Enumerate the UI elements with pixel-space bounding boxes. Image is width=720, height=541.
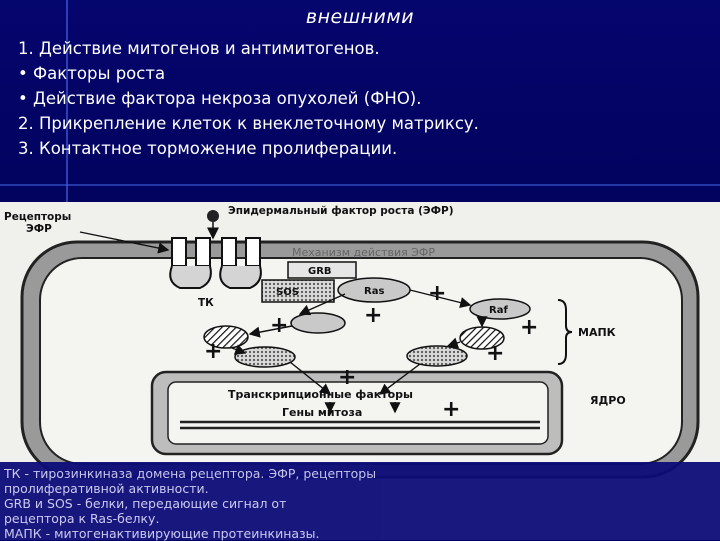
text-line: 3. Контактное торможение пролиферации. bbox=[18, 136, 479, 161]
receptors-label: Рецепторы bbox=[4, 211, 71, 223]
plus-sign: + bbox=[520, 315, 538, 340]
plus-sign: + bbox=[338, 365, 356, 390]
grey-kinase bbox=[291, 313, 345, 333]
caption-line: МАПК - митогенактивирующие протеинкиназы… bbox=[4, 526, 720, 541]
dotted-kinase bbox=[235, 347, 295, 367]
caption-line: ТК - тирозинкиназа домена рецептора. ЭФР… bbox=[4, 466, 720, 481]
text-line: 2. Прикрепление клеток к внеклеточному м… bbox=[18, 111, 479, 136]
ras-label: Ras bbox=[364, 286, 384, 297]
nucleus-label: ЯДРО bbox=[590, 394, 626, 407]
raf-label: Raf bbox=[489, 305, 508, 316]
genes-label: Гены митоза bbox=[282, 406, 362, 419]
figure-caption: ТК - тирозинкиназа домена рецептора. ЭФР… bbox=[0, 462, 720, 540]
egf-label: Эпидермальный фактор роста (ЭФР) bbox=[228, 205, 454, 217]
caption-line: GRB и SOS - белки, передающие сигнал от bbox=[4, 496, 720, 511]
text-line: 1. Действие митогенов и антимитогенов. bbox=[18, 36, 479, 61]
decorative-horizontal-line bbox=[0, 184, 720, 186]
mapk-label: МАПК bbox=[578, 326, 616, 339]
receptors-label-2: ЭФР bbox=[26, 223, 52, 235]
plus-sign: + bbox=[486, 341, 504, 366]
plus-sign: + bbox=[442, 397, 460, 422]
dotted-mapk bbox=[407, 346, 467, 366]
caption-line: рецептора к Ras-белку. bbox=[4, 511, 720, 526]
plus-sign: + bbox=[204, 339, 222, 364]
grb-label: GRB bbox=[308, 266, 332, 277]
slide-text-block: 1. Действие митогенов и антимитогенов. •… bbox=[18, 36, 479, 161]
text-line: • Действие фактора некроза опухолей (ФНО… bbox=[18, 86, 479, 111]
plus-sign: + bbox=[428, 281, 446, 306]
plus-sign: + bbox=[364, 303, 382, 328]
tk-label: ТК bbox=[198, 297, 214, 309]
sos-label: SOS bbox=[276, 287, 299, 298]
plus-sign: + bbox=[270, 313, 288, 338]
text-line: • Факторы роста bbox=[18, 61, 479, 86]
mechanism-label: Механизм действия ЭФР bbox=[292, 246, 435, 259]
egf-ligand-icon bbox=[207, 210, 219, 222]
tf-label: Транскрипционные факторы bbox=[228, 388, 413, 401]
caption-line: пролиферативной активности. bbox=[4, 481, 720, 496]
slide-title: внешними bbox=[0, 6, 720, 28]
